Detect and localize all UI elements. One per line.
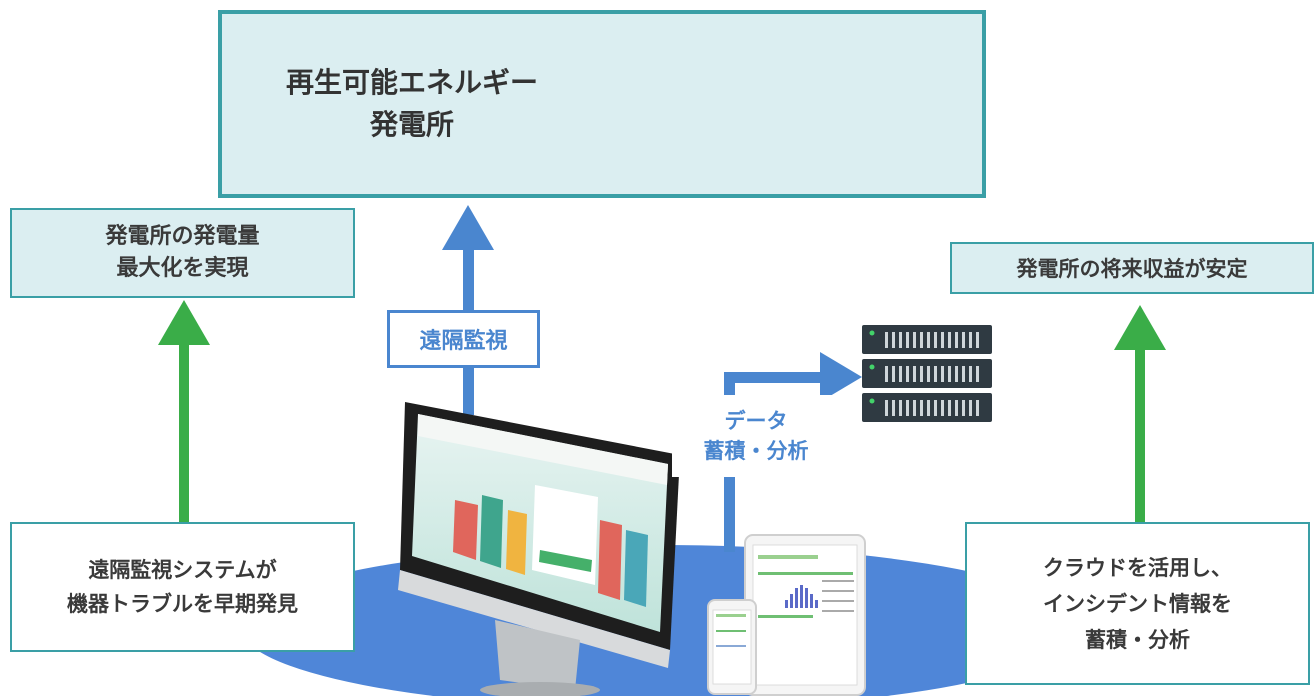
right-bottom-line3: 蓄積・分析 bbox=[1085, 627, 1190, 652]
green-arrow-right bbox=[1114, 305, 1166, 525]
top-box-line1: 再生可能エネルギー bbox=[285, 66, 538, 99]
right-bottom-box: クラウドを活用し、 インシデント情報を 蓄積・分析 bbox=[965, 522, 1310, 685]
server-rack-icon bbox=[862, 325, 992, 422]
right-bottom-line1: クラウドを活用し、 bbox=[1043, 555, 1232, 580]
desktop-monitor-icon bbox=[398, 402, 680, 696]
right-goal-line1: 発電所の将来収益が安定 bbox=[1016, 257, 1248, 281]
left-goal-line2: 最大化を実現 bbox=[116, 256, 249, 281]
smartphone-icon bbox=[707, 599, 757, 695]
tablet-icon bbox=[744, 534, 866, 696]
left-goal-box: 発電所の発電量 最大化を実現 bbox=[10, 208, 355, 298]
left-bottom-line2: 機器トラブルを早期発見 bbox=[67, 592, 298, 616]
green-arrow-left bbox=[158, 300, 210, 525]
data-label-line1: データ bbox=[724, 409, 788, 433]
top-box-text: 再生可能エネルギー 発電所 bbox=[232, 62, 592, 146]
left-bottom-line1: 遠隔監視システムが bbox=[88, 558, 277, 582]
left-goal-line1: 発電所の発電量 bbox=[105, 224, 260, 249]
remote-monitoring-label: 遠隔監視 bbox=[387, 310, 540, 368]
top-box-line2: 発電所 bbox=[369, 108, 454, 141]
right-goal-box: 発電所の将来収益が安定 bbox=[950, 242, 1314, 294]
top-box-power-plant: 再生可能エネルギー 発電所 bbox=[218, 10, 986, 198]
right-bottom-line2: インシデント情報を bbox=[1043, 591, 1232, 616]
data-label-line2: 蓄積・分析 bbox=[703, 439, 809, 463]
left-bottom-box: 遠隔監視システムが 機器トラブルを早期発見 bbox=[10, 522, 355, 652]
data-analysis-label: データ 蓄積・分析 bbox=[672, 395, 840, 477]
